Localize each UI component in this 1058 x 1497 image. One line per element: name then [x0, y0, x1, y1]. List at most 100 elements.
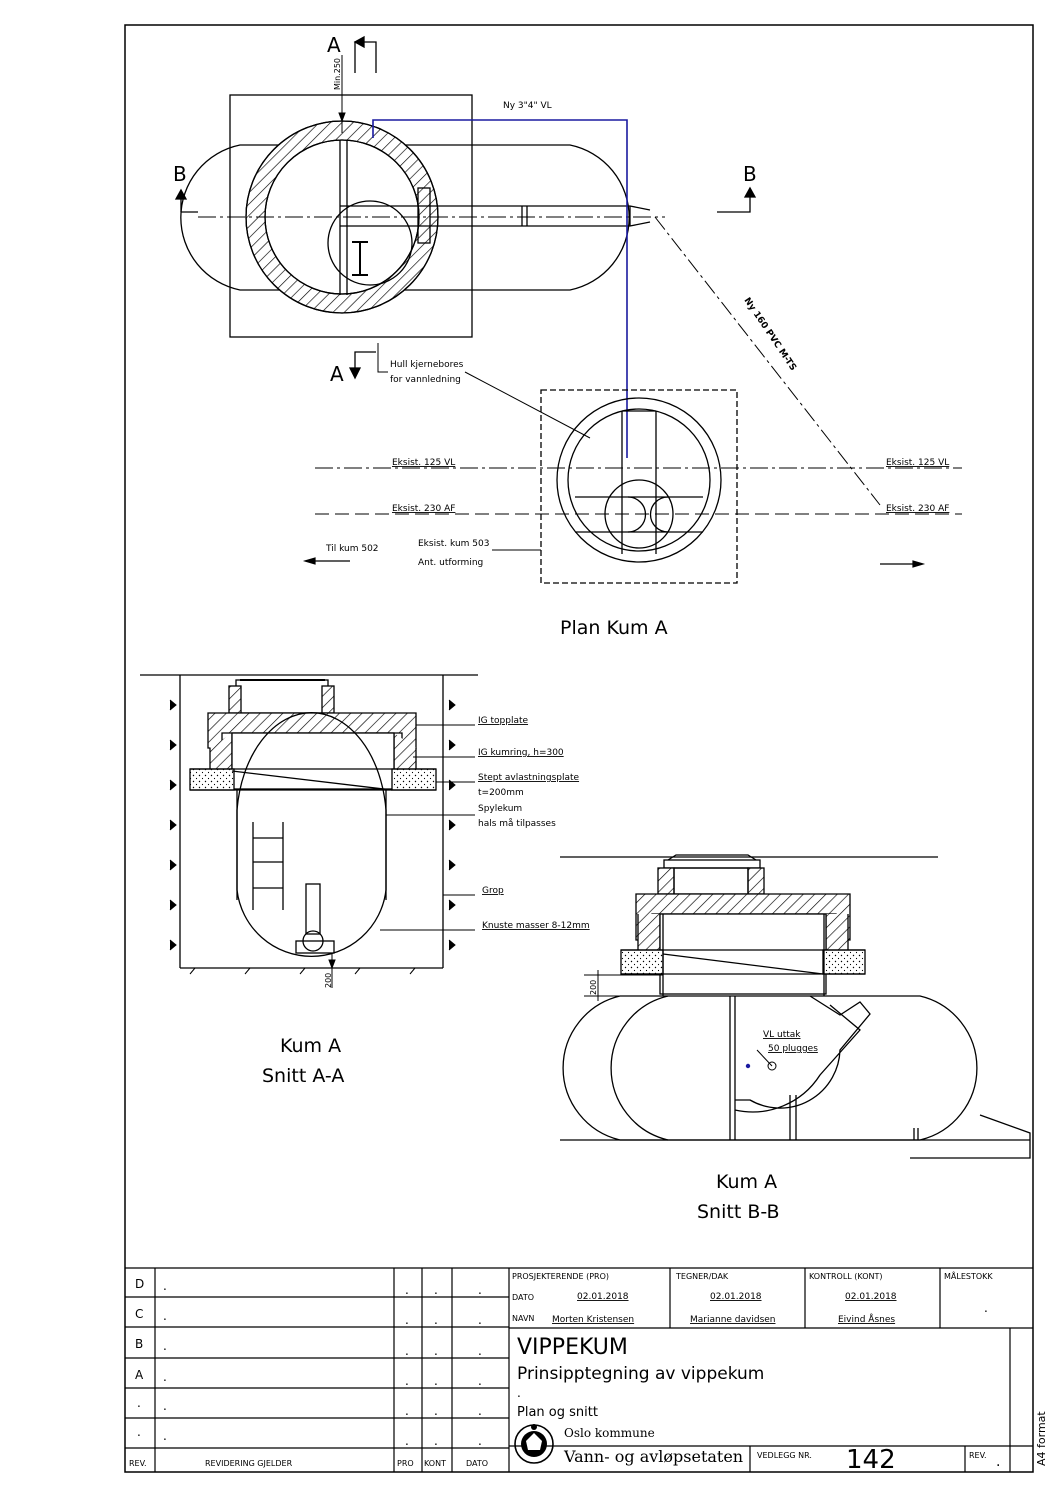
section-marker-b-left: [174, 188, 198, 213]
rev-row-c-desc: .: [163, 1309, 167, 1323]
rev-row-d-dato: .: [478, 1283, 482, 1297]
section-marker-b-right: [717, 186, 757, 213]
a4-format-label: A4 format: [1035, 1411, 1048, 1466]
rev-label: REV.: [969, 1451, 987, 1460]
hole-label-2: for vannledning: [390, 375, 461, 385]
section-aa-soil-ticks: [169, 699, 456, 975]
rev-desc-header: REVIDERING GJELDER: [205, 1459, 293, 1468]
label-knuste: Knuste masser 8-12mm: [482, 921, 590, 931]
rev-row-5-dato: .: [478, 1404, 482, 1418]
label-plate-2: t=200mm: [478, 788, 524, 798]
tegner-name: Marianne davidsen: [690, 1315, 776, 1325]
rev-header: REV.: [129, 1459, 147, 1468]
bb-dimension-label: 200: [589, 980, 598, 995]
label-vl-uttak-2: 50 plugges: [768, 1044, 818, 1054]
flow-arrow-right: [880, 560, 926, 568]
rev-row-b: B: [135, 1337, 143, 1351]
kontroll-date: 02.01.2018: [845, 1292, 897, 1302]
dato-header: DATO: [466, 1459, 488, 1468]
label-spylekum-2: hals må tilpasses: [478, 818, 556, 829]
drawing-line4: Plan og snitt: [517, 1405, 598, 1420]
pro-header: PRO: [397, 1459, 414, 1468]
aa-bottom-dimension-label: 200: [324, 973, 333, 988]
new-pvc-label: Ny 160 PVC M-TS: [742, 296, 798, 373]
section-aa-view: [140, 674, 478, 969]
section-a-bottom-label: A: [330, 362, 344, 386]
rev-row-d-desc: .: [163, 1279, 167, 1293]
new-vl-pipe: [372, 119, 628, 458]
revision-table: D . . . . C . . . . B . . . . A . . . . …: [129, 1277, 488, 1468]
flow-arrow-left: [302, 557, 350, 565]
existing-kum-label-2: Ant. utforming: [418, 558, 483, 568]
existing-af-right-label: Eksist. 230 AF: [886, 504, 949, 514]
org-name-2: Vann- og avløpsetaten: [563, 1447, 743, 1466]
rev-value: .: [996, 1454, 1000, 1470]
section-a-top-label: A: [327, 33, 341, 57]
pro-date: 02.01.2018: [577, 1292, 629, 1302]
org-name-1: Oslo kommune: [564, 1426, 655, 1440]
rev-row-c-dato: .: [478, 1313, 482, 1327]
rev-row-b-pro: .: [405, 1344, 409, 1358]
drawing-frame: [124, 24, 1034, 1473]
existing-vl-left-label: Eksist. 125 VL: [392, 458, 455, 468]
new-pvc-pipe: [654, 216, 881, 506]
aa-bottom-dimension: [328, 953, 336, 988]
min-dimension: [338, 55, 346, 133]
plan-title: Plan Kum A: [560, 617, 668, 639]
drawing-line3: .: [517, 1386, 521, 1400]
section-bb-view: [560, 854, 1031, 1159]
rev-row-6-desc: .: [163, 1429, 167, 1443]
rev-row-c-pro: .: [405, 1313, 409, 1327]
rev-row-a: A: [135, 1368, 144, 1382]
malestokk-label: MÅLESTOKK: [944, 1270, 993, 1281]
label-topplate: IG topplate: [478, 716, 528, 726]
min-dimension-label: Min.250: [333, 58, 342, 90]
rev-row-a-desc: .: [163, 1370, 167, 1384]
section-b-left-label: B: [173, 162, 187, 186]
vedlegg-value: 142: [846, 1445, 896, 1475]
label-kumring: IG kumring, h=300: [478, 748, 564, 758]
oslo-kommune-logo: [514, 1424, 554, 1464]
rev-row-5-desc: .: [163, 1399, 167, 1413]
navn-label: NAVN: [512, 1314, 534, 1323]
label-spylekum-1: Spylekum: [478, 804, 522, 814]
dato-label: DATO: [512, 1293, 534, 1302]
label-plate-1: Stept avlastningsplate: [478, 773, 580, 783]
drawing-subtitle: Prinsipptegning av vippekum: [517, 1364, 764, 1384]
kontroll-name: Eivind Åsnes: [838, 1313, 895, 1325]
rev-row-a-dato: .: [478, 1374, 482, 1388]
rev-row-6-pro: .: [405, 1434, 409, 1448]
rev-row-6-dato: .: [478, 1434, 482, 1448]
existing-vl-right-label: Eksist. 125 VL: [886, 458, 949, 468]
rev-row-b-desc: .: [163, 1339, 167, 1353]
label-vl-uttak-1: VL uttak: [763, 1030, 801, 1040]
vl-uttak-plug: [767, 1061, 777, 1071]
section-aa-leaders: [380, 724, 475, 931]
rev-row-d: D: [135, 1277, 144, 1291]
bb-dimension: [584, 970, 663, 1001]
rev-row-6: .: [137, 1425, 141, 1439]
rev-row-5-kont: .: [434, 1404, 438, 1418]
project-info: PROSJEKTERENDE (PRO) TEGNER/DAK KONTROLL…: [512, 1270, 993, 1325]
plan-tank-outline: [180, 144, 630, 291]
existing-kum-label-1: Eksist. kum 503: [418, 539, 489, 549]
rev-row-5: .: [137, 1396, 141, 1410]
vl-uttak-point: [745, 1063, 751, 1069]
plan-view: [180, 94, 665, 338]
rev-row-b-dato: .: [478, 1344, 482, 1358]
rev-row-d-kont: .: [434, 1283, 438, 1297]
rev-row-c-kont: .: [434, 1313, 438, 1327]
existing-af-left-label: Eksist. 230 AF: [392, 504, 455, 514]
prosjekterende-label: PROSJEKTERENDE (PRO): [512, 1272, 609, 1281]
drawing-title: VIPPEKUM: [517, 1335, 628, 1360]
label-grop: Grop: [482, 886, 504, 896]
section-marker-a-bottom: [348, 351, 376, 380]
rev-row-a-kont: .: [434, 1374, 438, 1388]
pro-name: Morten Kristensen: [552, 1315, 634, 1325]
plan-base-slab: [229, 94, 473, 338]
section-bb-title-2: Snitt B-B: [697, 1201, 780, 1223]
hole-label-1: Hull kjernebores: [390, 360, 464, 370]
section-bb-title-1: Kum A: [716, 1171, 777, 1193]
new-vl-label: Ny 3"4" VL: [503, 101, 552, 111]
